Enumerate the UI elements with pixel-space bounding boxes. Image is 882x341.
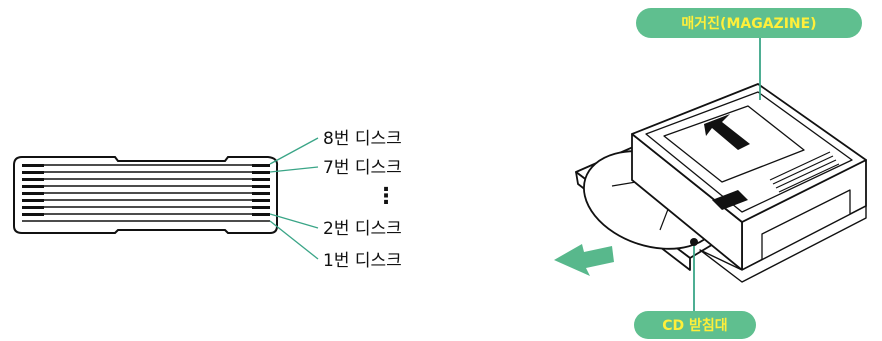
magazine-cross-section — [13, 156, 279, 234]
disc-1-label: 1번 디스크 — [323, 251, 402, 271]
callout-magazine-pill — [636, 8, 862, 38]
slot-rails-left — [22, 164, 44, 216]
callout-magazine: 매거진(MAGAZINE) — [636, 8, 862, 100]
callout-cd-tray-label: CD 받침대 — [662, 317, 727, 334]
disc-7-label: 7번 디스크 — [323, 158, 402, 178]
disc-2-label: 2번 디스크 — [323, 219, 402, 239]
insert-arrow-icon — [704, 114, 750, 150]
callout-cd-tray: CD 받침대 — [634, 246, 756, 339]
ellipsis-label: ⋮ — [375, 184, 397, 209]
disc-8-label: 8번 디스크 — [323, 129, 402, 149]
vent-slots — [769, 151, 840, 193]
magazine-isometric — [575, 83, 867, 283]
disc-slots — [22, 164, 270, 222]
callout-cd-tray-pill — [634, 311, 756, 339]
callout-magazine-label: 매거진(MAGAZINE) — [681, 15, 816, 32]
insert-direction-arrow — [554, 244, 614, 276]
disc-leader-lines — [269, 137, 319, 260]
connector-block — [712, 190, 748, 210]
slot-rails-right — [252, 164, 270, 216]
